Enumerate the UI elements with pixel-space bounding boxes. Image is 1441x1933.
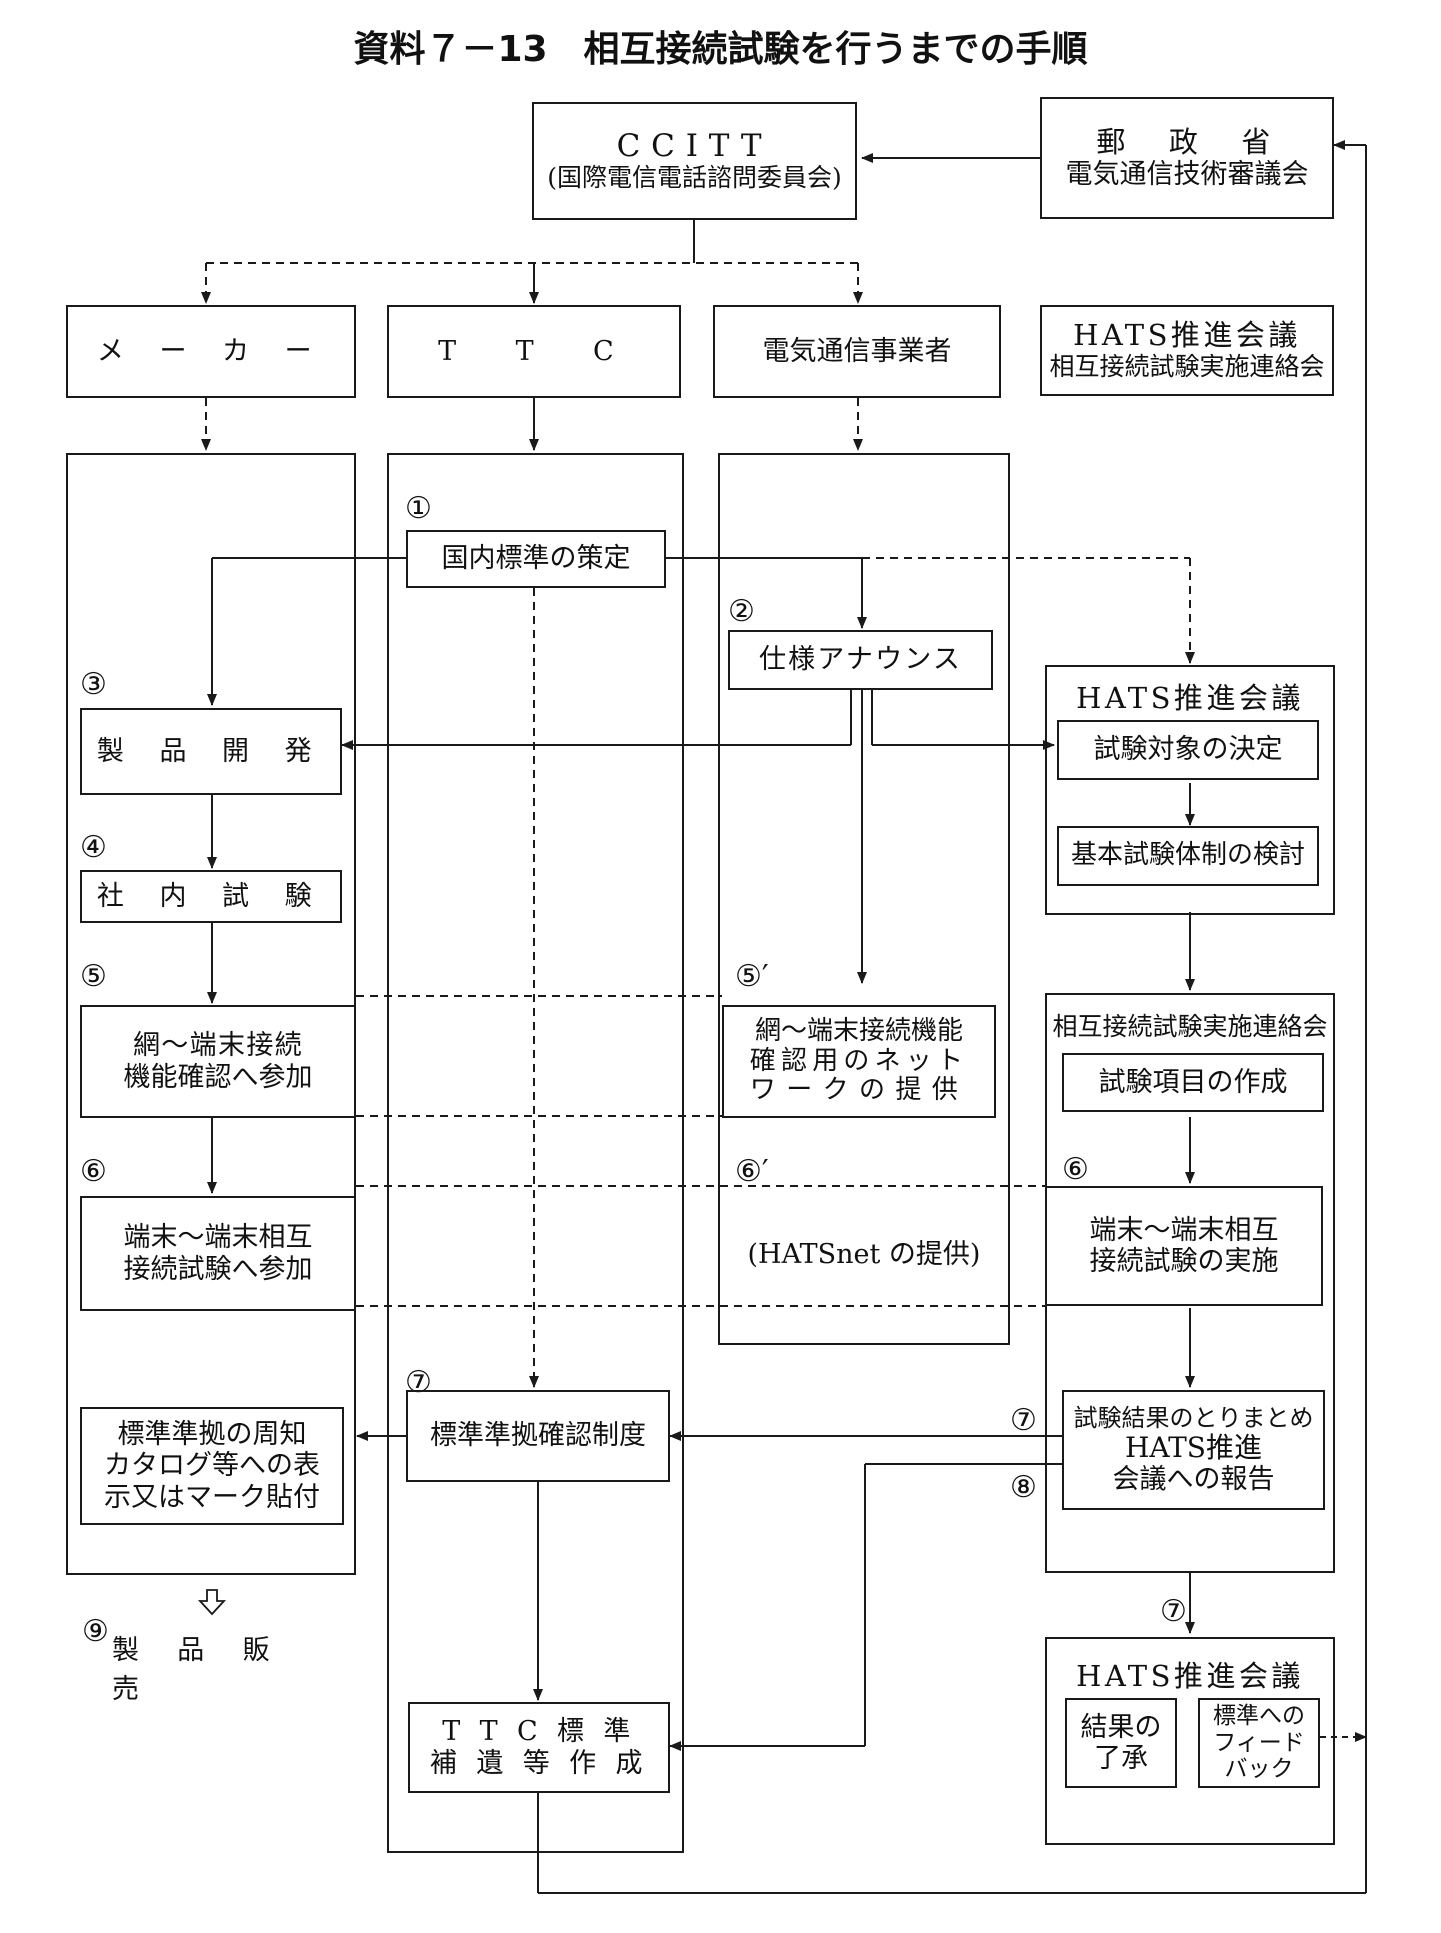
- spec-announce-box: 仕様アナウンス: [728, 630, 993, 690]
- ttc-standard-line1: T T C 標 準: [442, 1716, 636, 1748]
- product-sales-text: 製 品 販 売: [112, 1635, 285, 1705]
- terminal-test-join-line2: 接続試験へ参加: [123, 1253, 313, 1285]
- network-provision-line2: 確認用のネット: [749, 1045, 969, 1076]
- hatsnet-text: (HATSnet の提供): [747, 1239, 981, 1270]
- results-report-line2: HATS推進: [1125, 1431, 1262, 1465]
- network-provision-line3: ワークの提供: [749, 1075, 969, 1106]
- ttc-standard-line2: 補 遺 等 作 成: [430, 1747, 648, 1779]
- feedback-box: 標準への フィード バック: [1198, 1698, 1320, 1788]
- terminal-test-exec-line1: 端末～端末相互: [1089, 1214, 1279, 1246]
- feedback-line3: バック: [1224, 1756, 1294, 1783]
- hats-liaison-title: HATS推進会議: [1073, 318, 1301, 353]
- inhouse-test-text: 社 内 試 験: [96, 880, 326, 912]
- national-standard-text: 国内標準の策定: [441, 543, 631, 575]
- hats-council-column: [1045, 665, 1335, 915]
- approval-line2: 了承: [1094, 1743, 1148, 1774]
- approval-line1: 結果の: [1080, 1711, 1162, 1743]
- feedback-line2: フィード: [1213, 1729, 1305, 1756]
- ttc-label: T T C: [438, 335, 630, 367]
- network-provision-box: 網～端末接続機能 確認用のネット ワークの提供: [722, 1005, 996, 1118]
- network-provision-line1: 網～端末接続機能: [754, 1015, 963, 1046]
- results-report-line3: 会議への報告: [1112, 1464, 1275, 1496]
- terminal-test-exec-line2: 接続試験の実施: [1089, 1246, 1279, 1277]
- liaison-title: 相互接続試験実施連絡会: [1052, 1012, 1328, 1041]
- conformity-publicity-box: 標準準拠の周知 カタログ等への表 示又はマーク貼付: [80, 1407, 344, 1525]
- ccitt-box: CCITT (国際電信電話諮問委員会): [532, 102, 857, 220]
- hats-final-title: HATS推進会議: [1076, 1659, 1304, 1693]
- step-6-right-label: ⑥: [1062, 1152, 1089, 1187]
- hats-council-title: HATS推進会議: [1076, 681, 1304, 715]
- feedback-line1: 標準への: [1213, 1703, 1305, 1730]
- maker-header: メ ー カ ー: [66, 305, 356, 398]
- terminal-test-join-line1: 端末～端末相互: [123, 1222, 313, 1254]
- results-report-box: 試験結果のとりまとめ HATS推進 会議への報告: [1062, 1390, 1325, 1510]
- conformity-system-text: 標準準拠確認制度: [430, 1420, 646, 1452]
- national-standard-box: 国内標準の策定: [406, 530, 666, 588]
- terminal-test-exec-box: 端末～端末相互 接続試験の実施: [1045, 1186, 1323, 1306]
- carrier-label: 電気通信事業者: [762, 335, 952, 367]
- product-dev-text: 製 品 開 発: [96, 735, 326, 767]
- hats-liaison-header: HATS推進会議 相互接続試験実施連絡会: [1040, 305, 1334, 396]
- step-1-label: ①: [405, 491, 432, 526]
- conformity-system-box: 標準準拠確認制度: [406, 1390, 670, 1482]
- step-5-label: ⑤: [80, 959, 107, 994]
- spec-announce-text: 仕様アナウンス: [758, 644, 963, 676]
- maker-label: メ ー カ ー: [96, 335, 326, 367]
- carrier-header: 電気通信事業者: [713, 305, 1001, 398]
- terminal-test-join-box: 端末～端末相互 接続試験へ参加: [80, 1196, 356, 1311]
- carrier-column: [718, 453, 1010, 1345]
- test-target-box: 試験対象の決定: [1057, 720, 1319, 780]
- conformity-publicity-line1: 標準準拠の周知: [117, 1419, 307, 1451]
- step-6-label: ⑥: [80, 1154, 107, 1189]
- step-8-label: ⑧: [1010, 1470, 1037, 1505]
- conformity-publicity-line2: カタログ等への表: [104, 1450, 320, 1482]
- step-5-prime-label: ⑤′: [735, 959, 769, 994]
- basic-test-text: 基本試験体制の検討: [1070, 840, 1305, 871]
- ministry-council: 電気通信技術審議会: [1065, 159, 1309, 191]
- ministry-box: 郵 政 省 電気通信技術審議会: [1040, 97, 1334, 219]
- network-terminal-confirm-line2: 機能確認へ参加: [123, 1061, 313, 1093]
- step-9-label: ⑨: [82, 1614, 109, 1649]
- ministry-name: 郵 政 省: [1096, 124, 1278, 159]
- step-7-label: ⑦: [405, 1365, 432, 1400]
- conformity-publicity-line3: 示又はマーク貼付: [104, 1481, 320, 1513]
- ccitt-subtitle: (国際電信電話諮問委員会): [547, 163, 842, 193]
- network-terminal-confirm-box: 網～端末接続 機能確認へ参加: [80, 1005, 356, 1118]
- ccitt-name: CCITT: [616, 127, 773, 164]
- step-4-label: ④: [80, 830, 107, 865]
- step-6-prime-label: ⑥′: [735, 1154, 769, 1189]
- hats-final-column: [1045, 1637, 1335, 1845]
- step-7-right-label: ⑦: [1010, 1403, 1037, 1438]
- test-items-box: 試験項目の作成: [1062, 1053, 1324, 1112]
- ttc-column: [387, 453, 684, 1853]
- step-2-label: ②: [728, 594, 755, 629]
- basic-test-box: 基本試験体制の検討: [1057, 826, 1319, 886]
- test-items-text: 試験項目の作成: [1098, 1066, 1288, 1098]
- approval-box: 結果の 了承: [1065, 1698, 1177, 1788]
- step-3-label: ③: [80, 667, 107, 702]
- network-terminal-confirm-line1: 網～端末接続: [132, 1030, 304, 1062]
- results-report-line1: 試験結果のとりまとめ: [1073, 1403, 1314, 1432]
- ttc-standard-box: T T C 標 準 補 遺 等 作 成: [408, 1702, 670, 1793]
- ttc-header: T T C: [387, 305, 681, 398]
- step-7-bottom-label: ⑦: [1160, 1594, 1187, 1629]
- page-title: 資料７－13 相互接続試験を行うまでの手順: [353, 29, 1088, 70]
- test-target-text: 試験対象の決定: [1093, 734, 1283, 766]
- inhouse-test-box: 社 内 試 験: [80, 870, 342, 923]
- hats-liaison-subtitle: 相互接続試験実施連絡会: [1049, 351, 1325, 381]
- product-dev-box: 製 品 開 発: [80, 708, 342, 795]
